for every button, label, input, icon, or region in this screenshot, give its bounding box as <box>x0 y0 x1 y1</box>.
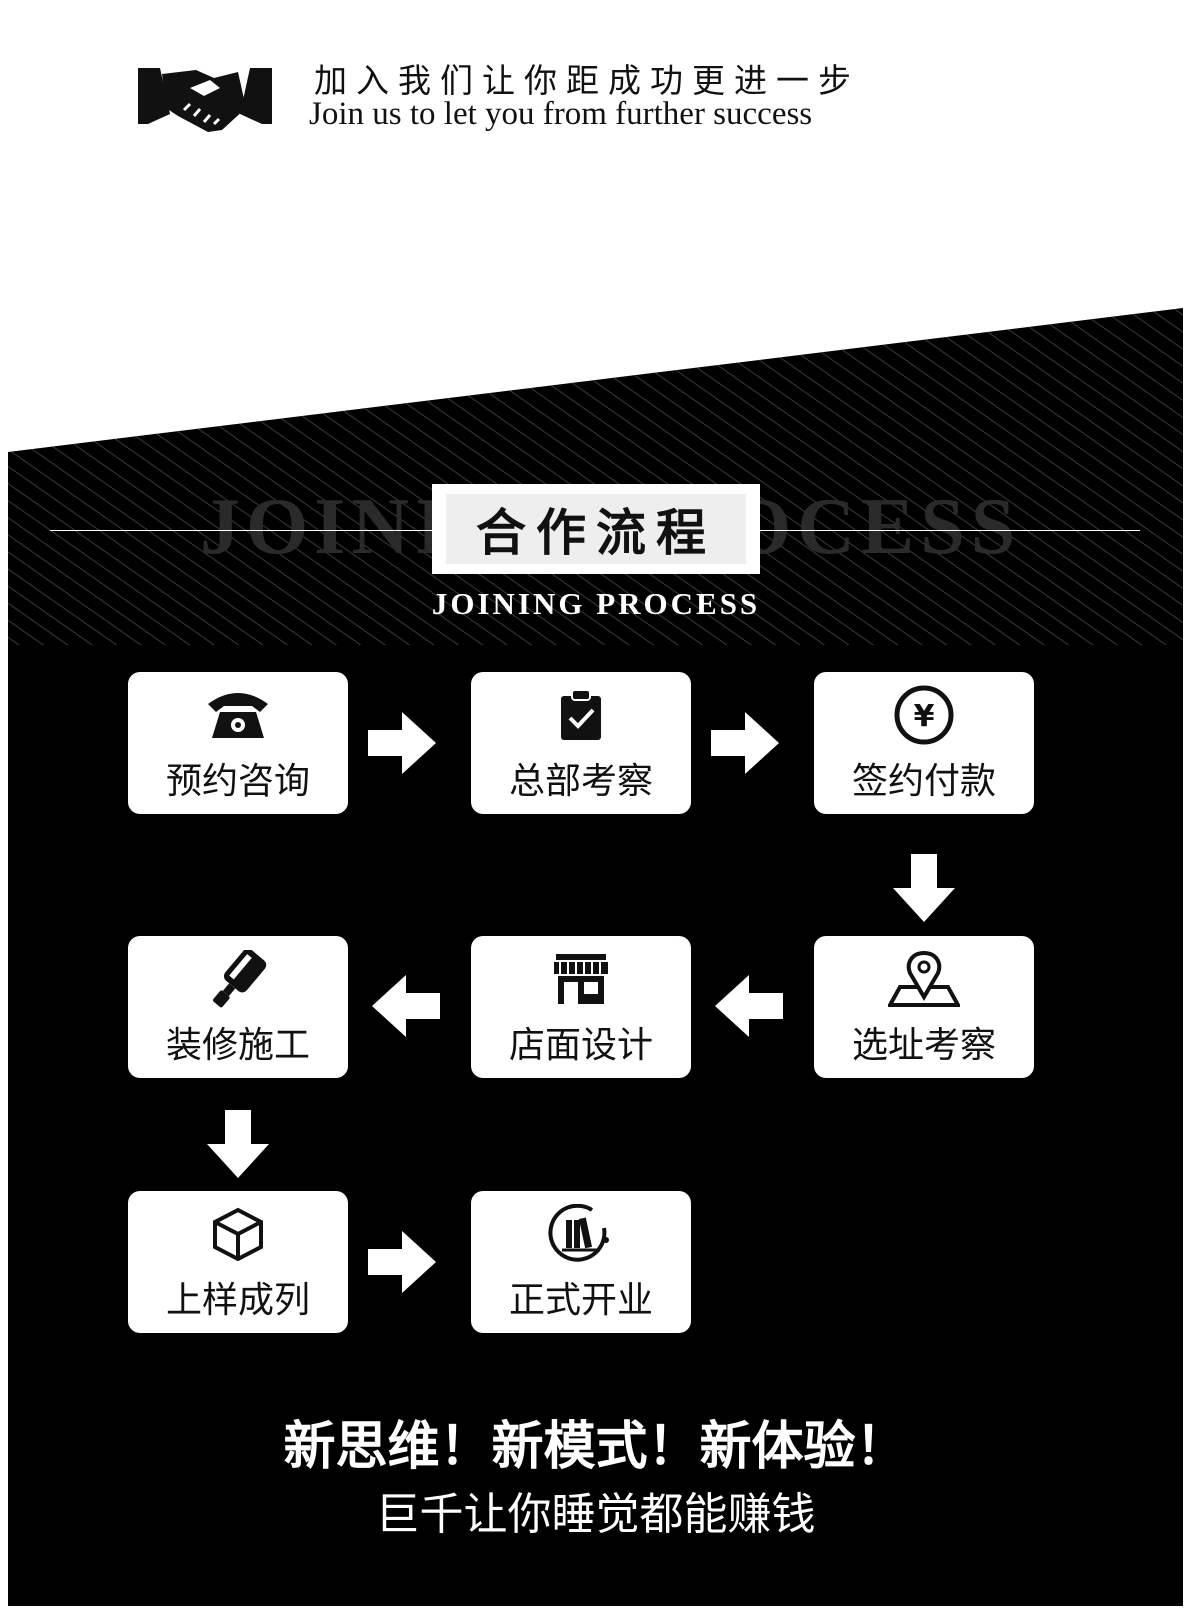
clipboard-check-icon <box>541 688 621 742</box>
step-card-consult: 预约咨询 <box>128 672 348 814</box>
handshake-icon <box>138 68 272 132</box>
yen-symbol: ¥ <box>914 699 935 734</box>
section-subtitle: JOINING PROCESS <box>431 586 761 621</box>
step-card-grand-opening: 正式开业 <box>471 1191 691 1333</box>
telephone-icon <box>198 688 278 742</box>
arrow-down-icon <box>893 854 955 922</box>
step-label: 店面设计 <box>508 1025 653 1066</box>
step-card-display-samples: 上样成列 <box>128 1191 348 1333</box>
step-label: 上样成列 <box>165 1280 310 1321</box>
arrow-down-icon <box>207 1110 269 1178</box>
step-label: 正式开业 <box>508 1280 653 1321</box>
slogan-headline: 新思维！新模式！新体验！ <box>283 1417 908 1477</box>
section-title: 合作流程 <box>446 494 746 564</box>
shelf-books-icon <box>541 1204 621 1262</box>
arrow-right-icon <box>368 1231 436 1293</box>
step-label: 总部考察 <box>508 761 653 802</box>
step-card-sign-pay: ¥ 签约付款 <box>814 672 1034 814</box>
paint-roller-icon <box>198 950 278 1008</box>
step-label: 签约付款 <box>851 761 996 802</box>
arrow-left-icon <box>715 975 783 1037</box>
header-title-en: Join us to let you from further success <box>309 96 813 132</box>
step-card-store-design: 店面设计 <box>471 936 691 1078</box>
step-label: 选址考察 <box>851 1025 996 1066</box>
map-pin-icon <box>884 951 964 1007</box>
arrow-right-icon <box>711 712 779 774</box>
yen-coin-icon: ¥ <box>884 685 964 745</box>
arrow-right-icon <box>368 712 436 774</box>
arrow-left-icon <box>372 975 440 1037</box>
header-title-cn: 加入我们让你距成功更进一步 <box>314 61 860 100</box>
slogan-tagline: 巨千让你睡觉都能赚钱 <box>375 1489 816 1540</box>
step-card-site-select: 选址考察 <box>814 936 1034 1078</box>
step-card-renovation: 装修施工 <box>128 936 348 1078</box>
step-label: 预约咨询 <box>165 761 310 802</box>
step-label: 装修施工 <box>165 1025 310 1066</box>
step-card-hq-visit: 总部考察 <box>471 672 691 814</box>
title-line-right <box>760 530 1140 531</box>
title-line-left <box>50 530 432 531</box>
cube-icon <box>198 1207 278 1261</box>
section-title-box: 合作流程 <box>432 484 760 574</box>
storefront-icon <box>541 952 621 1006</box>
